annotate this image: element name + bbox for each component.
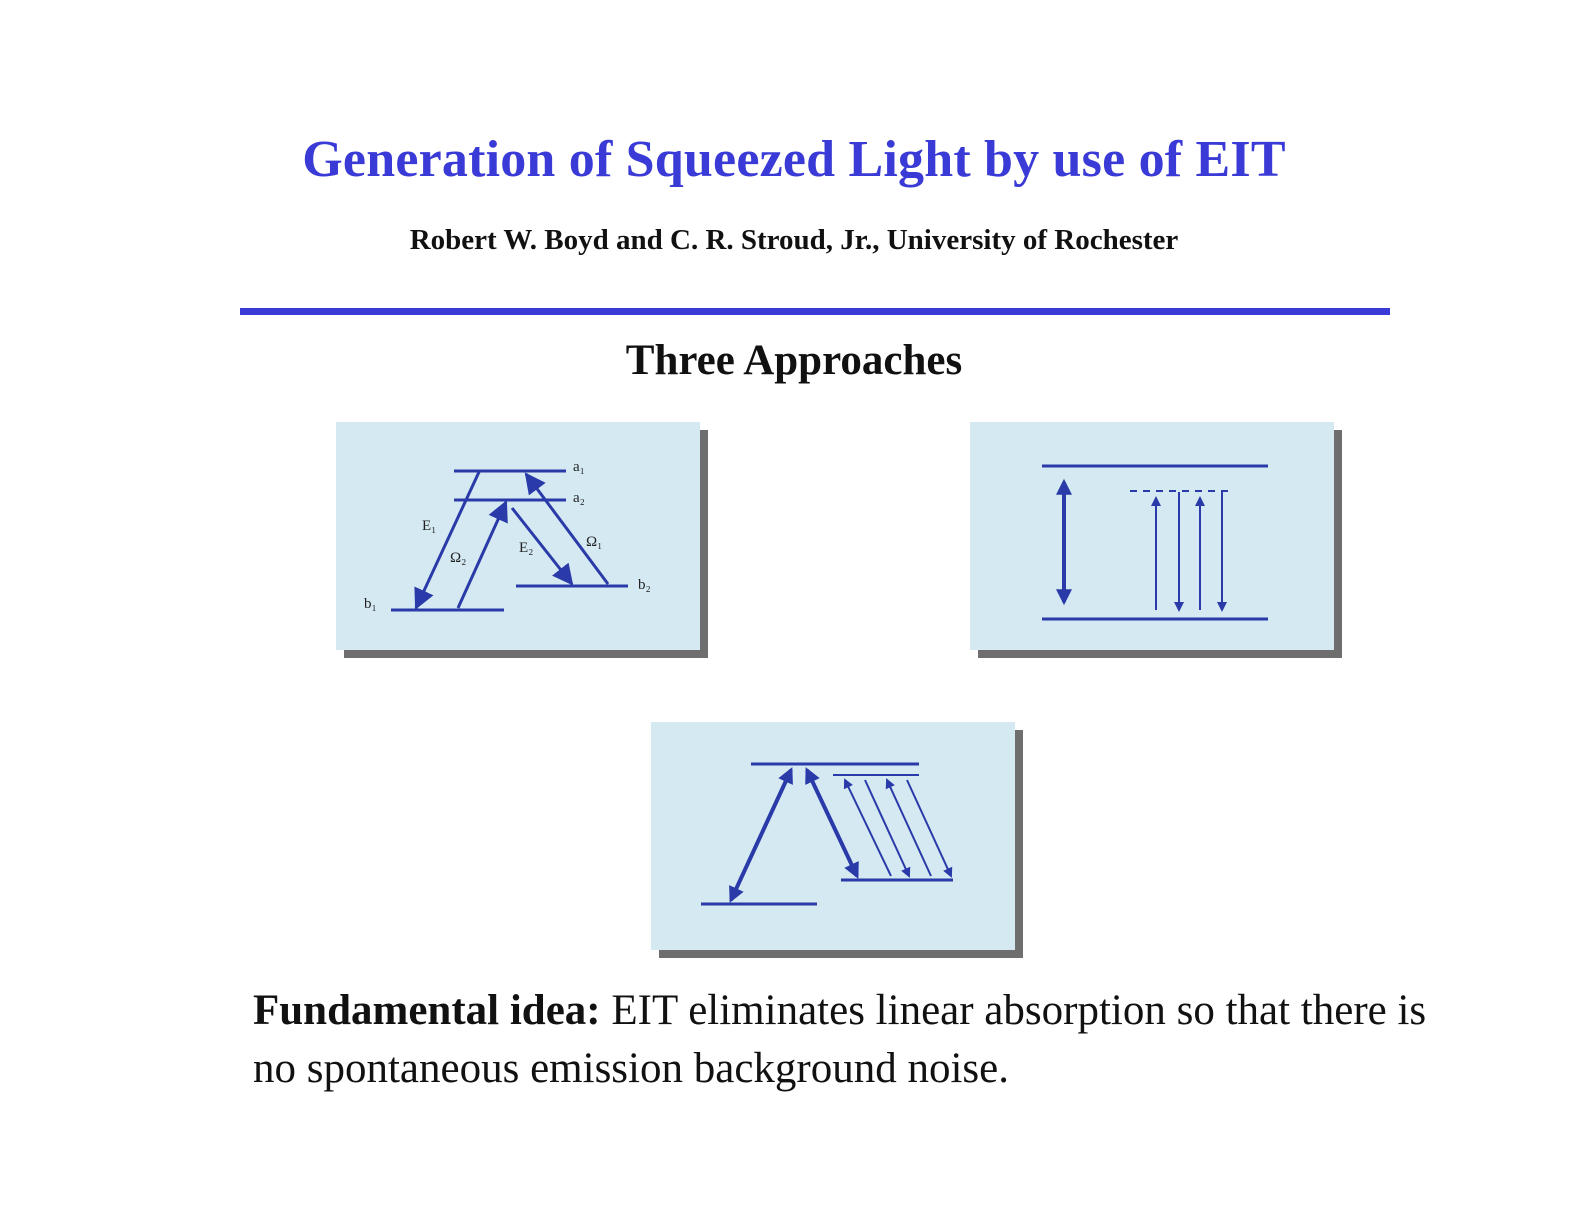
slide-title: Generation of Squeezed Light by use of E… bbox=[302, 131, 1286, 188]
slide-authors: Robert W. Boyd and C. R. Stroud, Jr., Un… bbox=[409, 224, 1179, 256]
label-e2: E₂ bbox=[519, 540, 533, 556]
label-e1: E₁ bbox=[422, 518, 436, 534]
two-level-diagram bbox=[1042, 464, 1268, 621]
transition-omega2 bbox=[456, 500, 508, 609]
label-a2: a₂ bbox=[573, 490, 585, 506]
label-b1: b₁ bbox=[364, 596, 377, 612]
label-b2: b₂ bbox=[638, 577, 651, 593]
title-divider bbox=[240, 308, 1390, 315]
label-omega1: Ω₁ bbox=[586, 534, 602, 550]
fundamental-idea-paragraph: Fundamental idea: EIT eliminates linear … bbox=[253, 982, 1433, 1098]
label-a1: a₁ bbox=[573, 459, 585, 475]
raman-field-1 bbox=[843, 778, 892, 877]
raman-field-4 bbox=[906, 779, 953, 878]
lambda-raman-diagram bbox=[701, 762, 953, 906]
fundamental-idea-text: EIT eliminates linear absorption so that… bbox=[253, 987, 1427, 1092]
pump-field bbox=[729, 767, 793, 903]
two-level-diagram-panel bbox=[970, 422, 1334, 650]
label-omega2: Ω₂ bbox=[450, 550, 466, 566]
raman-field-2 bbox=[864, 779, 911, 878]
transition-e1 bbox=[414, 471, 481, 610]
fundamental-idea-lead: Fundamental idea: bbox=[253, 987, 601, 1034]
lambda-raman-diagram-panel bbox=[651, 722, 1015, 950]
raman-field-3 bbox=[885, 778, 932, 877]
section-heading: Three Approaches bbox=[625, 337, 963, 384]
transition-e2 bbox=[510, 507, 574, 586]
transition-omega1 bbox=[524, 472, 610, 585]
double-lambda-diagram-panel: a₁ a₂ b₁ b₂ E₁ Ω₂ E₂ Ω₁ bbox=[336, 422, 700, 650]
double-lambda-diagram: a₁ a₂ b₁ b₂ E₁ Ω₂ E₂ Ω₁ bbox=[364, 459, 651, 612]
coupling-field bbox=[805, 767, 859, 879]
